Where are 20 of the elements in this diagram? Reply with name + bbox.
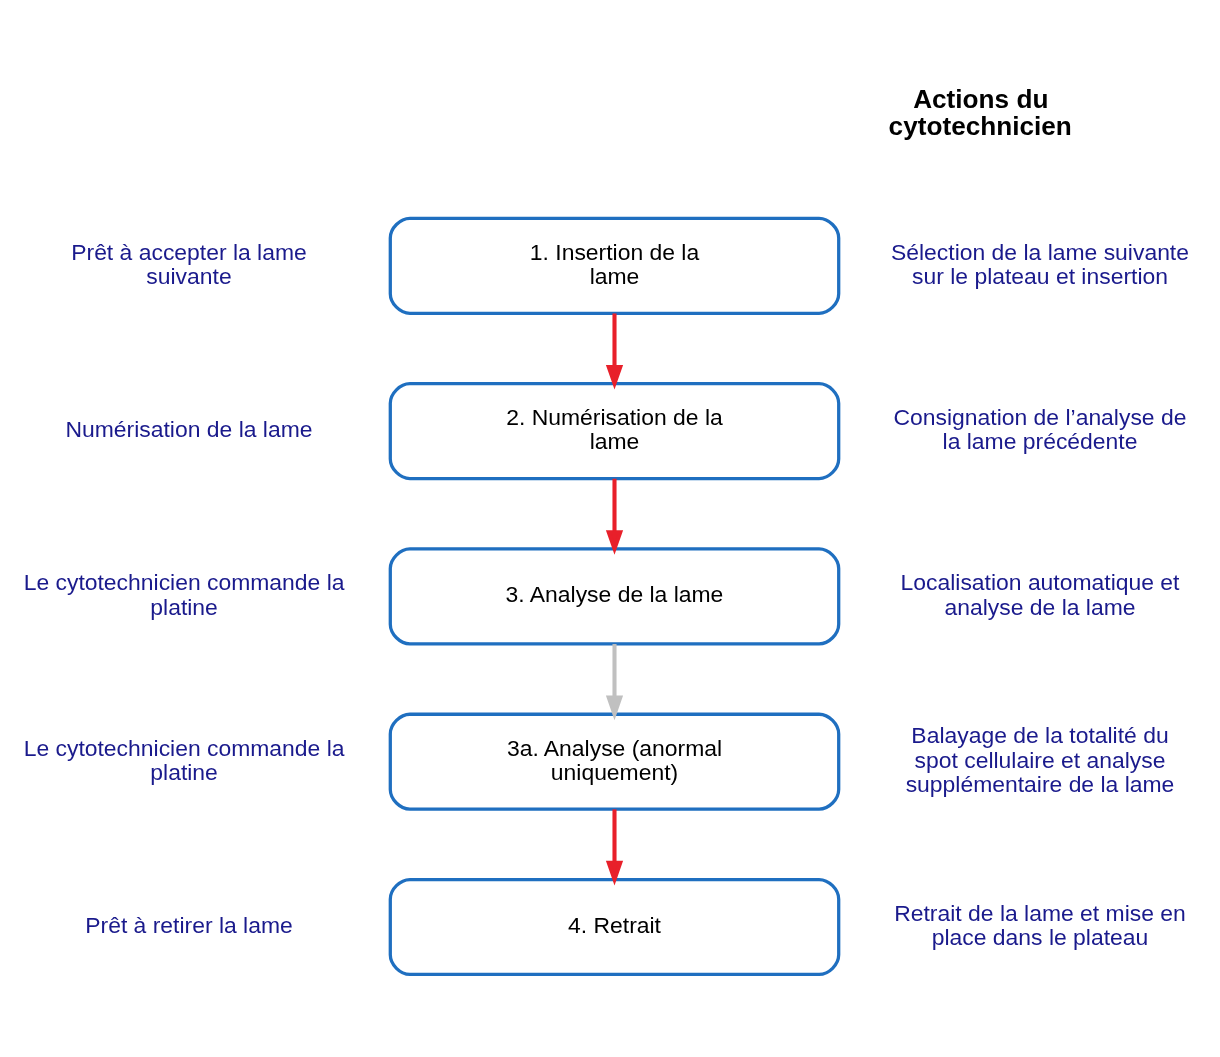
node-box: 3. Analyse de la lame xyxy=(388,547,841,646)
label: Actions du cytotechnicien xyxy=(888,84,1072,141)
arrow xyxy=(605,478,624,555)
label: Prêt à accepter la lame suivante xyxy=(71,238,307,290)
label: Numérisation de la lame xyxy=(65,416,313,443)
arrow xyxy=(605,644,624,721)
label: Le cytotechnicien commande la platine xyxy=(23,569,345,620)
label: Balayage de la totalité du spot cellulaire et analyse supplémentaire de la lame xyxy=(905,722,1175,798)
node-box: 2. Numérisation de la lame xyxy=(388,382,841,481)
label: Retrait de la lame et mise en place dans le plateau xyxy=(894,899,1186,951)
node-box: 4. Retrait xyxy=(388,877,841,977)
arrow xyxy=(605,313,624,390)
label: Prêt à retirer la lame xyxy=(85,912,293,939)
label: Consignation de l’analyse de la lame précédente xyxy=(893,403,1187,455)
node-box: 1. Insertion de la lame xyxy=(388,216,841,315)
label: Sélection de la lame suivante sur le plateau et insertion xyxy=(891,238,1189,290)
label: Localisation automatique et analyse de la lame xyxy=(900,569,1180,620)
arrow xyxy=(605,809,624,886)
label: Le cytotechnicien commande la platine xyxy=(23,734,345,786)
node-box: 3a. Analyse (anormal uniquement) xyxy=(388,712,841,811)
